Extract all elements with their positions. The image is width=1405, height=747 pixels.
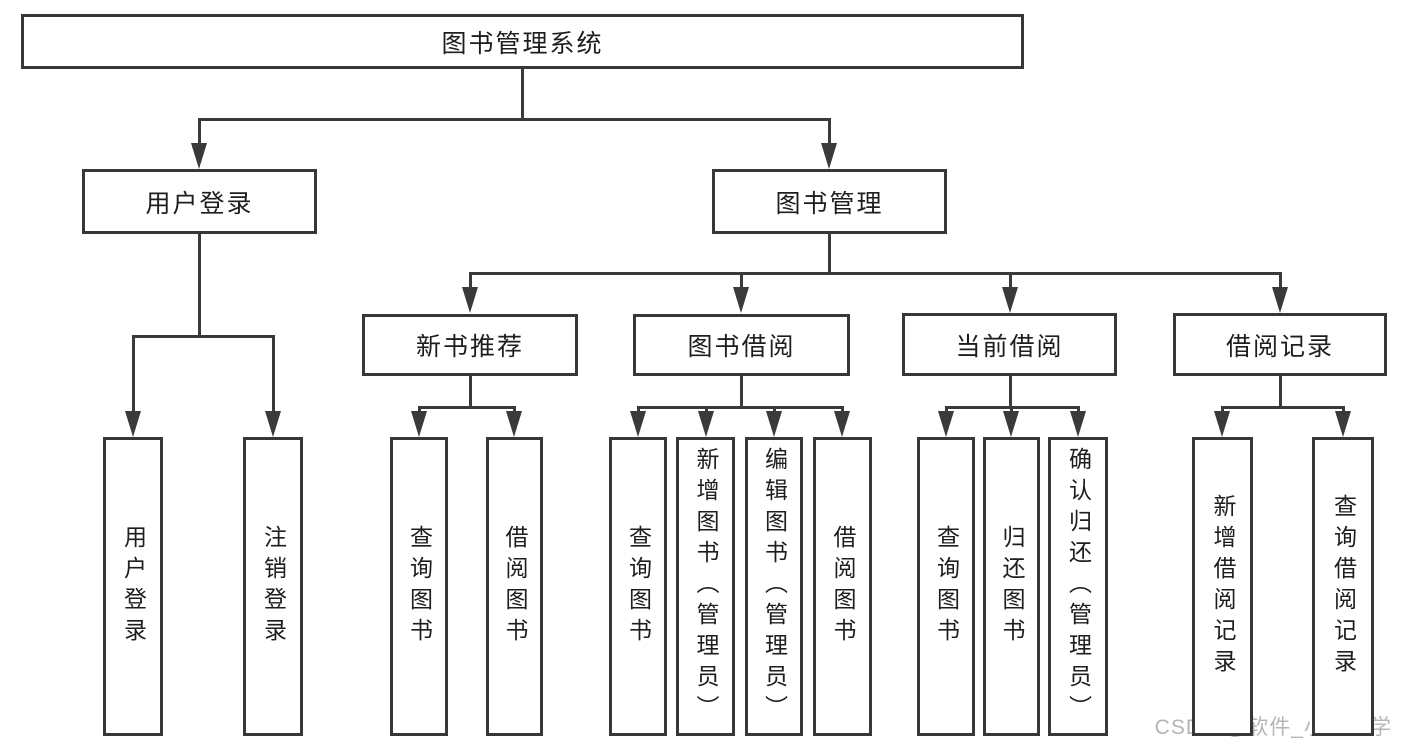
connector-shaft bbox=[739, 376, 743, 409]
node-label-current-borrowing: 当前借阅 bbox=[955, 332, 1064, 361]
connector-shaft bbox=[1008, 376, 1012, 409]
node-leaf-borrow-book-2: 借阅图书 bbox=[813, 437, 872, 736]
arrowhead-down-icon bbox=[766, 411, 782, 437]
node-label-leaf-user-login: 用户登录 bbox=[120, 524, 147, 649]
arrowhead-down-icon bbox=[834, 411, 850, 437]
node-leaf-query-book-3: 查询图书 bbox=[917, 437, 975, 736]
node-leaf-query-book-2: 查询图书 bbox=[609, 437, 667, 736]
node-label-leaf-logout: 注销登录 bbox=[260, 524, 287, 649]
node-leaf-query-borrow-record: 查询借阅记录 bbox=[1312, 437, 1374, 736]
connector-drop bbox=[197, 118, 201, 151]
node-borrowing-records: 借阅记录 bbox=[1173, 313, 1387, 376]
arrowhead-down-icon bbox=[1214, 411, 1230, 437]
node-label-leaf-borrow-book-1: 借阅图书 bbox=[502, 524, 528, 649]
arrowhead-down-icon bbox=[411, 411, 427, 437]
connector-drop bbox=[739, 272, 743, 295]
node-label-borrowing-records: 借阅记录 bbox=[1225, 332, 1334, 361]
arrowhead-down-icon bbox=[1003, 411, 1019, 437]
arrowhead-down-icon bbox=[821, 143, 837, 169]
node-label-root: 图书管理系统 bbox=[441, 29, 604, 58]
connector-drop bbox=[1008, 272, 1012, 295]
arrowhead-down-icon bbox=[1002, 287, 1018, 313]
node-current-borrowing: 当前借阅 bbox=[902, 313, 1117, 376]
connector-shaft bbox=[468, 376, 472, 409]
connector-drop bbox=[131, 335, 135, 419]
arrowhead-down-icon bbox=[1272, 287, 1288, 313]
node-label-leaf-add-borrow-record: 新增借阅记录 bbox=[1210, 493, 1236, 680]
node-label-leaf-query-book-3: 查询图书 bbox=[933, 524, 960, 649]
connector-shaft bbox=[1278, 376, 1282, 409]
node-label-leaf-query-book-2: 查询图书 bbox=[625, 524, 652, 649]
node-new-book-recommend: 新书推荐 bbox=[362, 314, 578, 376]
node-leaf-add-book: 新增图书（管理员） bbox=[676, 437, 735, 736]
arrowhead-down-icon bbox=[125, 411, 141, 437]
connector-shaft bbox=[197, 234, 201, 338]
node-leaf-add-borrow-record: 新增借阅记录 bbox=[1192, 437, 1253, 736]
node-label-book-borrowing: 图书借阅 bbox=[687, 333, 796, 361]
connector-drop bbox=[271, 335, 275, 419]
node-leaf-logout: 注销登录 bbox=[243, 437, 303, 736]
node-book-management: 图书管理 bbox=[712, 169, 947, 234]
node-label-leaf-confirm-return: 确认归还（管理员） bbox=[1065, 447, 1092, 726]
node-book-borrowing: 图书借阅 bbox=[633, 314, 850, 376]
node-leaf-return-book: 归还图书 bbox=[983, 437, 1040, 736]
node-leaf-confirm-return: 确认归还（管理员） bbox=[1048, 437, 1108, 736]
connector-bus bbox=[1220, 406, 1345, 409]
arrowhead-down-icon bbox=[938, 411, 954, 437]
node-leaf-edit-book: 编辑图书（管理员） bbox=[745, 437, 803, 736]
node-leaf-user-login: 用户登录 bbox=[103, 437, 163, 736]
node-user-login: 用户登录 bbox=[82, 169, 317, 234]
connector-drop bbox=[827, 118, 831, 151]
arrowhead-down-icon bbox=[698, 411, 714, 437]
connector-shaft bbox=[827, 234, 831, 275]
arrowhead-down-icon bbox=[191, 143, 207, 169]
node-label-leaf-query-book-1: 查询图书 bbox=[406, 524, 433, 649]
connector-bus bbox=[197, 118, 831, 121]
arrowhead-down-icon bbox=[1070, 411, 1086, 437]
connector-bus bbox=[417, 406, 516, 409]
node-root: 图书管理系统 bbox=[21, 14, 1024, 69]
arrowhead-down-icon bbox=[506, 411, 522, 437]
node-label-leaf-add-book: 新增图书（管理员） bbox=[693, 447, 719, 726]
arrowhead-down-icon bbox=[630, 411, 646, 437]
node-label-book-management: 图书管理 bbox=[775, 189, 884, 218]
arrowhead-down-icon bbox=[462, 287, 478, 313]
arrowhead-down-icon bbox=[1335, 411, 1351, 437]
node-leaf-borrow-book-1: 借阅图书 bbox=[486, 437, 543, 736]
arrowhead-down-icon bbox=[265, 411, 281, 437]
connector-drop bbox=[1278, 272, 1282, 295]
node-label-new-book-recommend: 新书推荐 bbox=[415, 333, 524, 361]
node-label-leaf-return-book: 归还图书 bbox=[999, 524, 1025, 649]
node-label-leaf-query-borrow-record: 查询借阅记录 bbox=[1330, 493, 1357, 680]
connector-bus bbox=[636, 406, 844, 409]
connector-shaft bbox=[520, 69, 524, 121]
connector-drop bbox=[468, 272, 472, 295]
node-label-user-login: 用户登录 bbox=[145, 189, 254, 218]
node-leaf-query-book-1: 查询图书 bbox=[390, 437, 448, 736]
arrowhead-down-icon bbox=[733, 287, 749, 313]
node-label-leaf-borrow-book-2: 借阅图书 bbox=[830, 524, 856, 649]
connector-bus bbox=[131, 335, 275, 338]
connector-bus bbox=[468, 272, 1282, 275]
node-label-leaf-edit-book: 编辑图书（管理员） bbox=[761, 447, 788, 726]
